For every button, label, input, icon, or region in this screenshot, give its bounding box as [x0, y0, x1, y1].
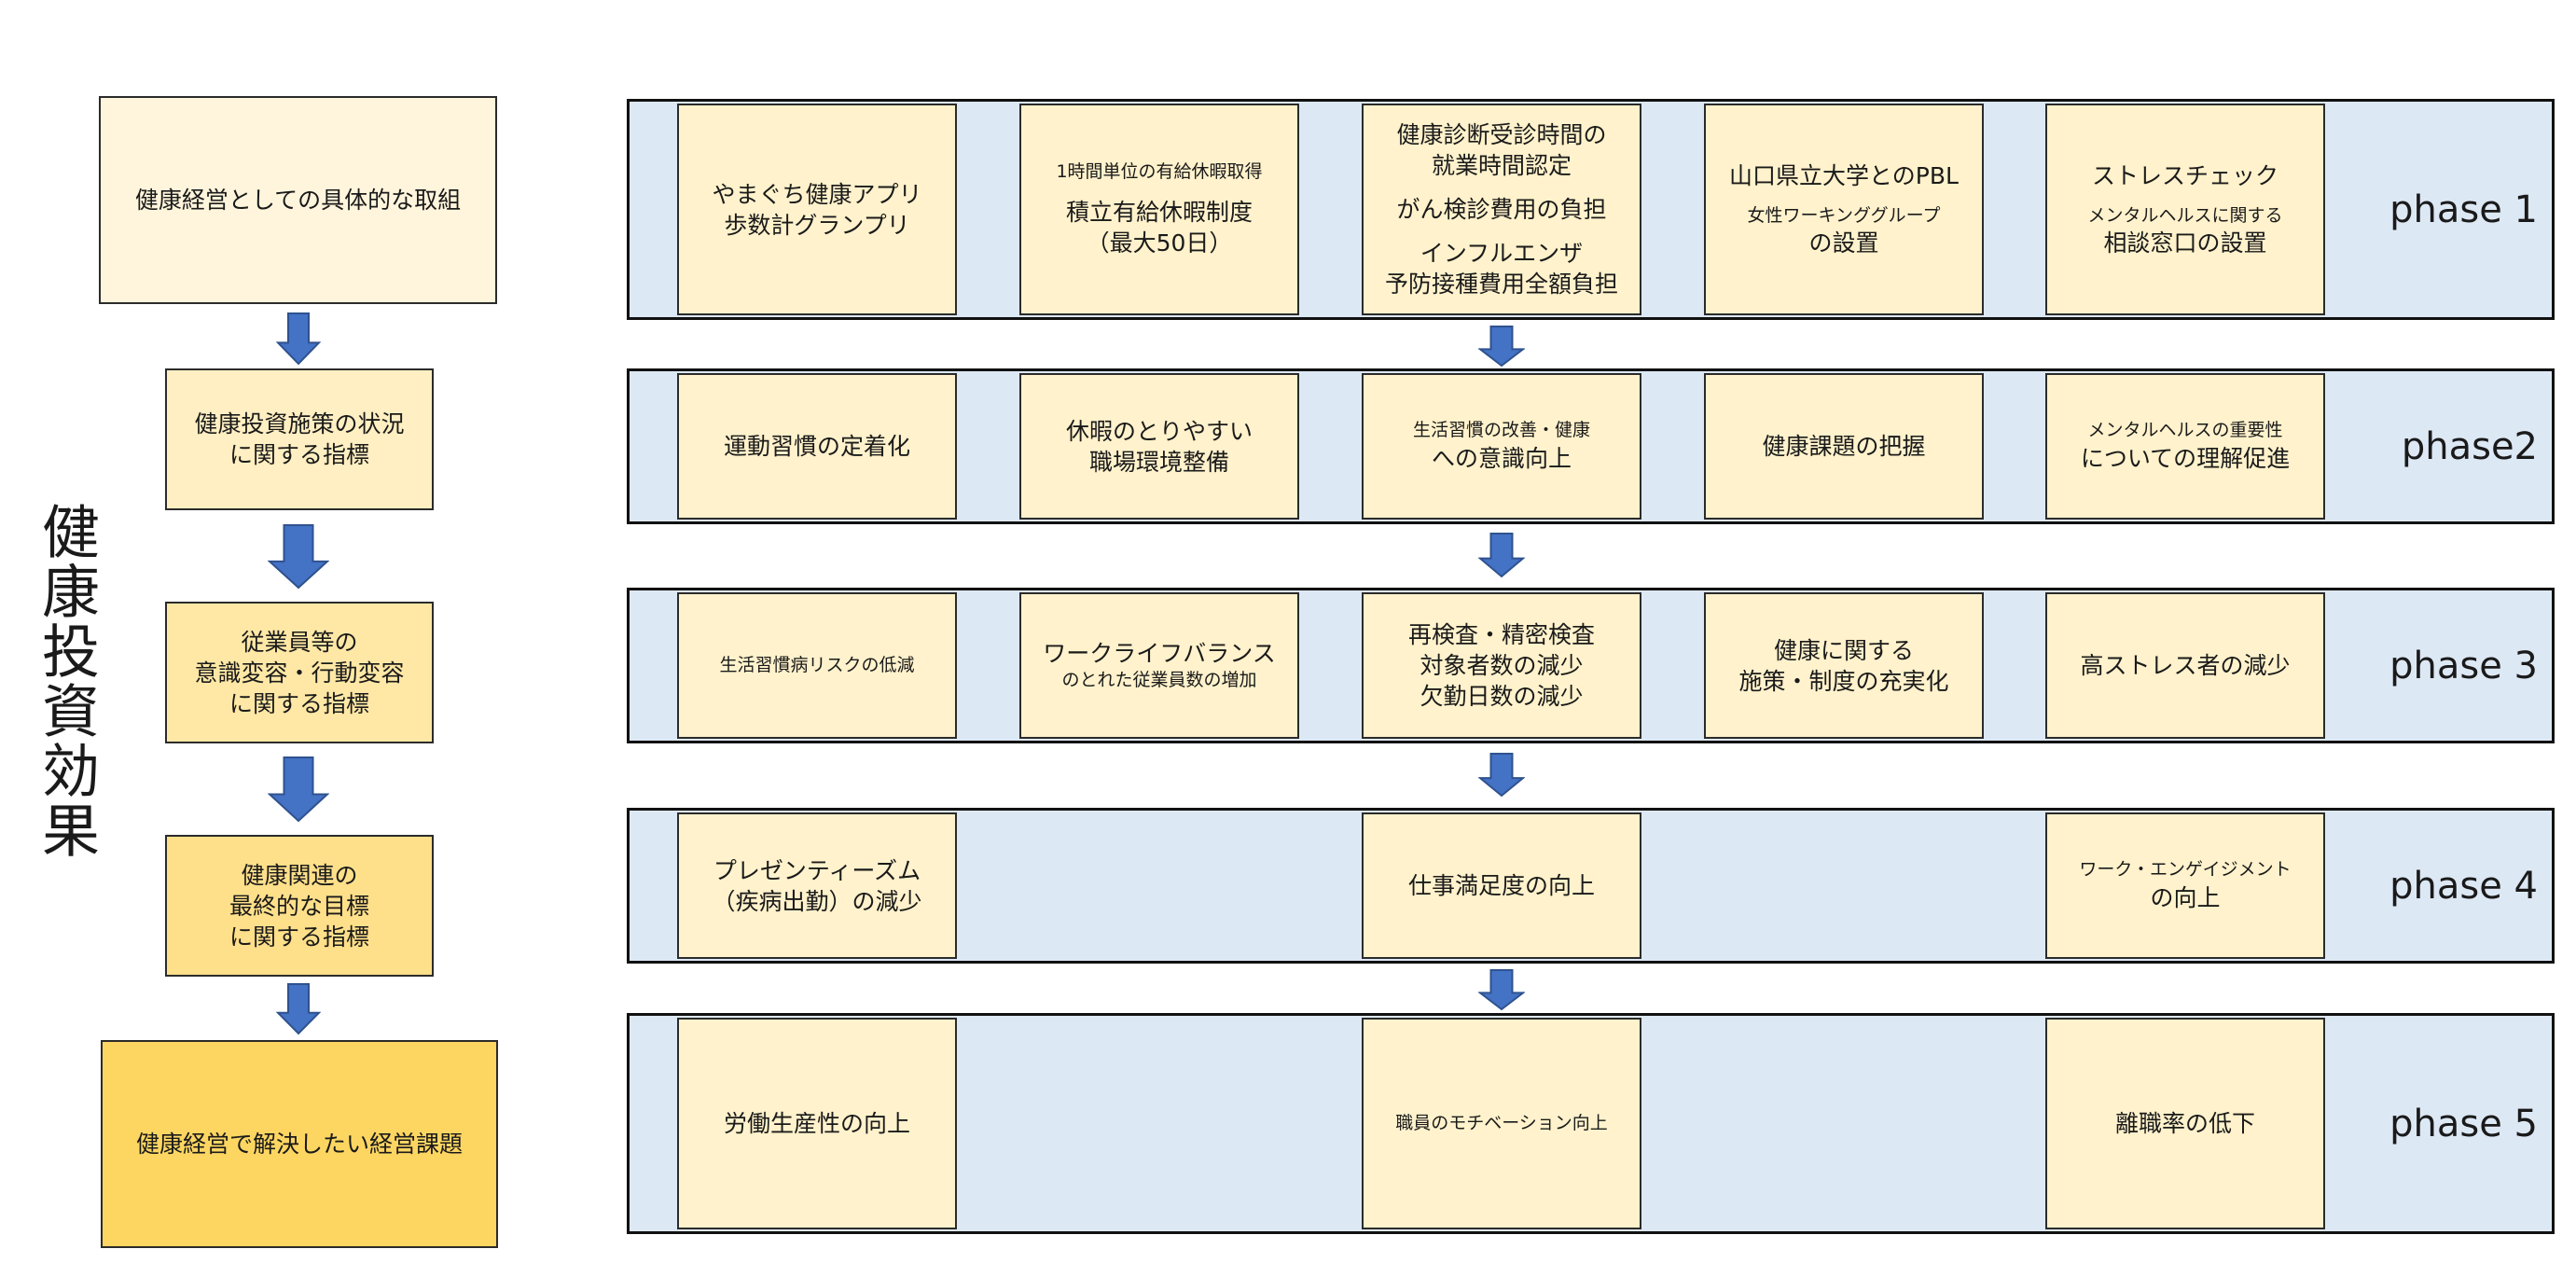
phase-card: 労働生産性の向上 [677, 1018, 957, 1229]
card-text: 再検査・精密検査 対象者数の減少 欠勤日数の減少 [1407, 621, 1595, 710]
phase-label: phase 5 [2389, 1102, 2538, 1145]
card-text: ワーク・エンゲイジメント [2079, 859, 2292, 881]
phase-label: phase 4 [2389, 864, 2538, 908]
card-text: 積立有給休暇制度 （最大50日） [1065, 199, 1253, 257]
phase-card: 運動習慣の定着化 [677, 373, 957, 520]
down-arrow-icon [268, 524, 329, 590]
card-text: メンタルヘルスの重要性 [2087, 420, 2283, 441]
phase-card: 再検査・精密検査 対象者数の減少 欠勤日数の減少 [1362, 592, 1641, 739]
phase-label: phase2 [2401, 424, 2538, 468]
card-text: 相談窓口の設置 [2103, 229, 2267, 257]
phase-card: ストレスチェックメンタルヘルスに関する相談窓口の設置 [2045, 104, 2325, 315]
card-text: インフルエンザ 予防接種費用全額負担 [1384, 240, 1618, 298]
indicator-box-2: 健康投資施策の状況 に関する指標 [165, 368, 434, 510]
phase-card: 健康課題の把握 [1704, 373, 1984, 520]
card-text: 生活習慣の改善・健康 [1412, 420, 1590, 441]
down-arrow-icon [1478, 326, 1525, 368]
card-text: 職員のモチベーション向上 [1395, 1112, 1608, 1133]
card-text: やまぐち健康アプリ 歩数計グランプリ [712, 180, 922, 239]
down-arrow-icon [1478, 533, 1525, 578]
phase-card: 健康に関する 施策・制度の充実化 [1704, 592, 1984, 739]
phase-card: 離職率の低下 [2045, 1018, 2325, 1229]
phase-card: 休暇のとりやすい 職場環境整備 [1019, 373, 1299, 520]
down-arrow-icon [1478, 753, 1525, 798]
phase-card: 高ストレス者の減少 [2045, 592, 2325, 739]
phase-card: プレゼンティーズム （疾病出勤）の減少 [677, 812, 957, 959]
phase-label: phase 1 [2389, 187, 2538, 231]
card-text: 運動習慣の定着化 [723, 433, 910, 460]
phase-card: 生活習慣病リスクの低減 [677, 592, 957, 739]
card-text: 離職率の低下 [2114, 1110, 2255, 1137]
card-text: ワークライフバランス [1043, 640, 1276, 668]
phase-card: 健康診断受診時間の 就業時間認定がん検診費用の負担インフルエンザ 予防接種費用全… [1362, 104, 1641, 315]
card-text: 健康課題の把握 [1762, 433, 1926, 460]
phase-label: phase 3 [2389, 644, 2538, 687]
card-text: メンタルヘルスに関する [2087, 204, 2283, 226]
down-arrow-icon [1478, 969, 1525, 1011]
card-text: 1時間単位の有給休暇取得 [1056, 160, 1263, 182]
phase-card: 山口県立大学とのPBL 女性ワーキンググループの設置 [1704, 104, 1984, 315]
phase-card: ワーク・エンゲイジメントの向上 [2045, 812, 2325, 959]
phase-card: 生活習慣の改善・健康への意識向上 [1362, 373, 1641, 520]
card-text: 高ストレス者の減少 [2080, 652, 2291, 679]
card-text: への意識向上 [1431, 444, 1572, 472]
card-text: 労働生産性の向上 [723, 1110, 910, 1137]
down-arrow-icon [268, 756, 329, 823]
card-text: プレゼンティーズム （疾病出勤）の減少 [712, 856, 922, 915]
card-text: 生活習慣病リスクの低減 [719, 654, 915, 675]
card-text: についての理解促進 [2080, 444, 2291, 472]
card-text: 山口県立大学とのPBL [1729, 161, 1959, 189]
card-text: 仕事満足度の向上 [1407, 872, 1595, 899]
phase-card: メンタルヘルスの重要性についての理解促進 [2045, 373, 2325, 520]
phase-card: ワークライフバランスのとれた従業員数の増加 [1019, 592, 1299, 739]
card-text: 健康診断受診時間の 就業時間認定 [1396, 121, 1607, 179]
card-text: がん検診費用の負担 [1396, 196, 1607, 223]
vertical-title: 健康投資効果 [32, 502, 100, 860]
indicator-box-1: 健康経営としての具体的な取組 [99, 96, 497, 304]
card-text: ストレスチェック [2091, 161, 2278, 189]
indicator-box-3: 従業員等の 意識変容・行動変容 に関する指標 [165, 602, 434, 743]
phase-card: やまぐち健康アプリ 歩数計グランプリ [677, 104, 957, 315]
phase-card: 職員のモチベーション向上 [1362, 1018, 1641, 1229]
card-text: 健康に関する 施策・制度の充実化 [1738, 636, 1949, 695]
indicator-box-4: 健康関連の 最終的な目標 に関する指標 [165, 835, 434, 977]
down-arrow-icon [276, 983, 321, 1035]
phase-card: 1時間単位の有給休暇取得積立有給休暇制度 （最大50日） [1019, 104, 1299, 315]
card-text: の設置 [1808, 229, 1879, 257]
card-text: 休暇のとりやすい 職場環境整備 [1065, 417, 1253, 476]
phase-card: 仕事満足度の向上 [1362, 812, 1641, 959]
card-text: 女性ワーキンググループ [1747, 204, 1941, 226]
card-text: の向上 [2150, 883, 2221, 911]
card-text: のとれた従業員数の増加 [1061, 670, 1257, 691]
down-arrow-icon [276, 312, 321, 366]
indicator-box-5: 健康経営で解決したい経営課題 [101, 1040, 498, 1248]
